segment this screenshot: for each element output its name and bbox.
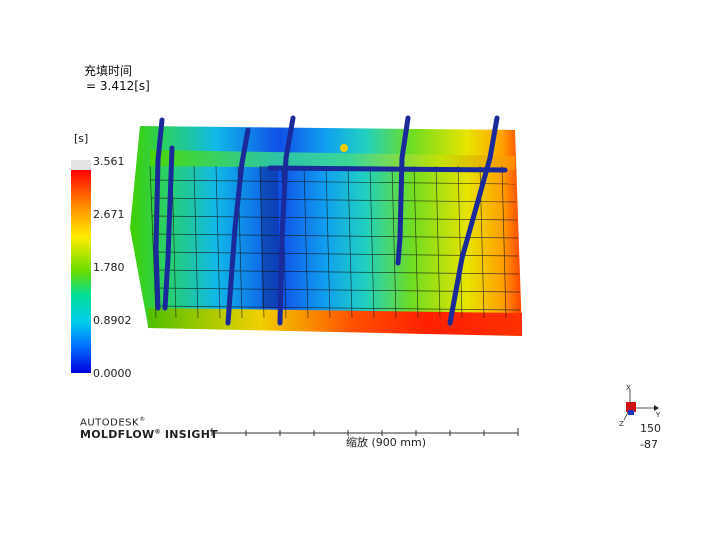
triad-axis-x: X	[626, 384, 631, 392]
legend-tick-4: 0.8902	[93, 314, 132, 327]
part-body	[130, 126, 522, 333]
result-title: 充填时间	[84, 64, 133, 78]
legend-tick-3: 1.780	[93, 261, 125, 274]
scale-bar	[211, 428, 519, 436]
autodesk-logo-text: AUTODESK®	[80, 416, 146, 429]
legend-tick-min: 0.0000	[93, 367, 132, 380]
moldflow-insight-logo-text: MOLDFLOW® INSIGHT	[80, 428, 219, 441]
gate-point	[340, 144, 348, 152]
view-coord-1: 150	[640, 422, 661, 435]
view-triad-icon[interactable]: X Y Z	[616, 384, 664, 432]
inner-wall	[260, 166, 280, 308]
triad-axis-y: Y	[655, 411, 661, 419]
view-coord-2: -87	[640, 438, 658, 451]
legend-tick-max: 3.561	[93, 155, 125, 168]
legend-unit: [s]	[74, 132, 89, 145]
result-value: = 3.412[s]	[86, 79, 150, 93]
triad-axis-z: Z	[619, 420, 624, 428]
part-bottom-rim	[148, 308, 522, 336]
scale-label: 缩放 (900 mm)	[346, 436, 427, 449]
legend-cap	[71, 160, 91, 170]
model-viewport[interactable]	[110, 108, 530, 348]
legend-tick-2: 2.671	[93, 208, 125, 221]
runner-system	[153, 115, 508, 326]
legend-color-bar	[71, 170, 91, 373]
